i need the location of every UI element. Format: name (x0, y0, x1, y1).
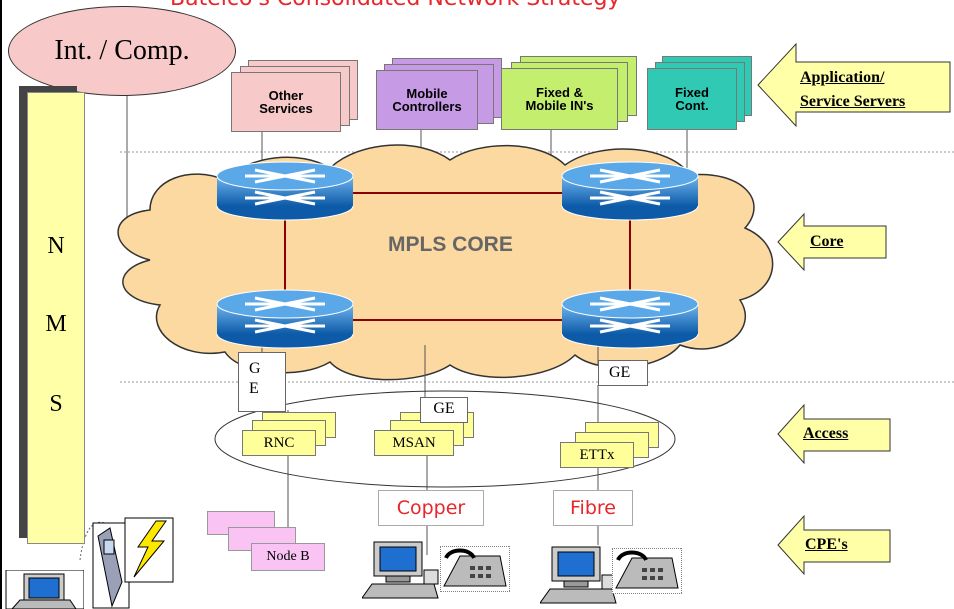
application-layer-arrow (757, 42, 951, 128)
copper-label: Copper (378, 490, 484, 526)
cpe-layer-label: CPE's (805, 536, 848, 553)
computer-icon (540, 546, 617, 604)
nms-letter-n: N (47, 233, 65, 259)
ettx-label: ETTx (560, 442, 634, 468)
phone-icon (440, 546, 510, 592)
ge-link-left: G E (238, 352, 286, 412)
ge-link-mid: GE (420, 397, 468, 423)
mpls-core-label: MPLS CORE (388, 233, 513, 256)
server-label: Mobile Controllers (392, 86, 462, 114)
ge-link-right: GE (598, 360, 648, 386)
computer-icon (5, 570, 84, 609)
core-mesh-links (284, 192, 631, 321)
router-top-left (216, 161, 354, 221)
application-layer-label: Application/ Service Servers (800, 69, 906, 110)
fibre-label: Fibre (553, 490, 633, 526)
router-bottom-right (561, 289, 699, 349)
access-ring (214, 390, 676, 488)
nms-letter-s: S (49, 391, 63, 417)
rnc-label: RNC (242, 430, 316, 456)
nms-bar: N M S (27, 92, 85, 544)
router-bottom-left (216, 289, 354, 349)
core-layer-arrow (777, 212, 887, 272)
interconnect-competitors-oval: Int. / Comp. (8, 6, 236, 96)
cpe-layer-arrow (777, 514, 891, 576)
node-b-label: Node B (251, 543, 325, 571)
server-label: Fixed & Mobile IN's (525, 85, 594, 113)
server-label: Fixed Cont. (675, 85, 709, 113)
access-layer-label: Access (803, 425, 849, 442)
core-layer-label: Core (810, 233, 844, 250)
computer-icon (362, 541, 439, 599)
server-label: Other Services (259, 88, 313, 116)
nms-letter-m: M (45, 311, 67, 337)
access-layer-arrow (777, 403, 891, 465)
interconnect-label: Int. / Comp. (54, 35, 190, 66)
wireless-signal-icon (124, 517, 174, 583)
router-top-right (561, 161, 699, 221)
msan-label: MSAN (374, 430, 454, 456)
phone-icon (612, 548, 682, 594)
page-title: Batelco's Consolidated Network Strategy (170, 0, 621, 11)
